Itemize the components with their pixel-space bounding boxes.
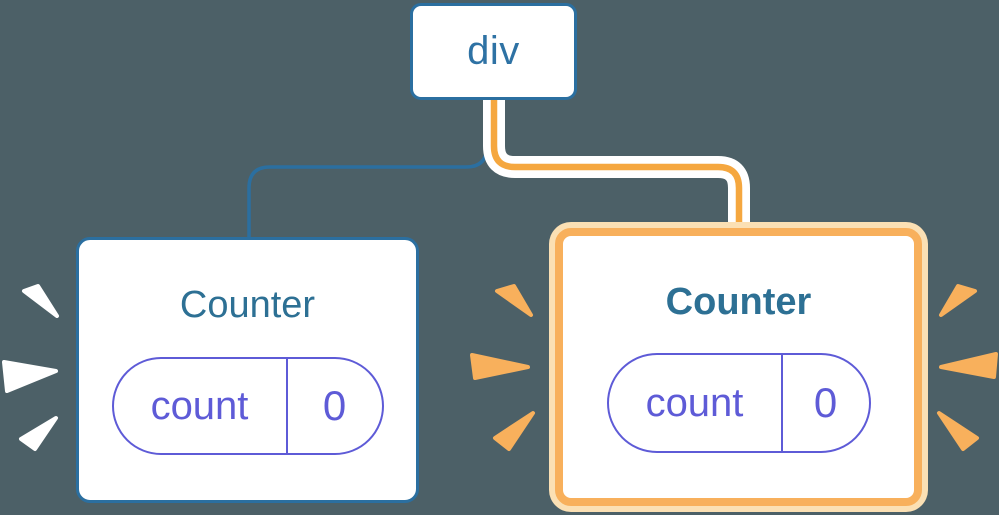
edge-div-to-left-counter bbox=[247, 100, 489, 240]
spark-icon bbox=[939, 284, 977, 317]
spark-icon bbox=[470, 353, 530, 380]
state-pill: count 0 bbox=[606, 353, 871, 453]
spark-icon bbox=[939, 352, 998, 379]
counter-title: Counter bbox=[179, 284, 316, 326]
emphasis-burst-left-counter bbox=[2, 284, 59, 451]
emphasis-burst-right-counter-right bbox=[937, 284, 998, 451]
div-node-label: div bbox=[467, 29, 520, 73]
state-value: 0 bbox=[322, 382, 347, 429]
spark-icon bbox=[937, 411, 979, 451]
spark-icon bbox=[22, 284, 59, 318]
spark-icon bbox=[19, 416, 58, 451]
state-key: count bbox=[609, 355, 783, 451]
spark-icon bbox=[495, 284, 533, 317]
state-key: count bbox=[114, 359, 288, 453]
edge-div-to-right-counter bbox=[490, 98, 743, 230]
counter-node-left: Counter count 0 bbox=[76, 237, 419, 503]
state-pill: count 0 bbox=[111, 357, 384, 455]
counter-node-right-highlighted: Counter count 0 bbox=[555, 228, 922, 506]
state-value: 0 bbox=[813, 379, 838, 426]
emphasis-burst-right-counter-left bbox=[470, 284, 535, 451]
counter-title: Counter bbox=[665, 281, 812, 323]
div-node: div bbox=[410, 3, 577, 100]
spark-icon bbox=[2, 360, 58, 393]
spark-icon bbox=[493, 411, 535, 451]
